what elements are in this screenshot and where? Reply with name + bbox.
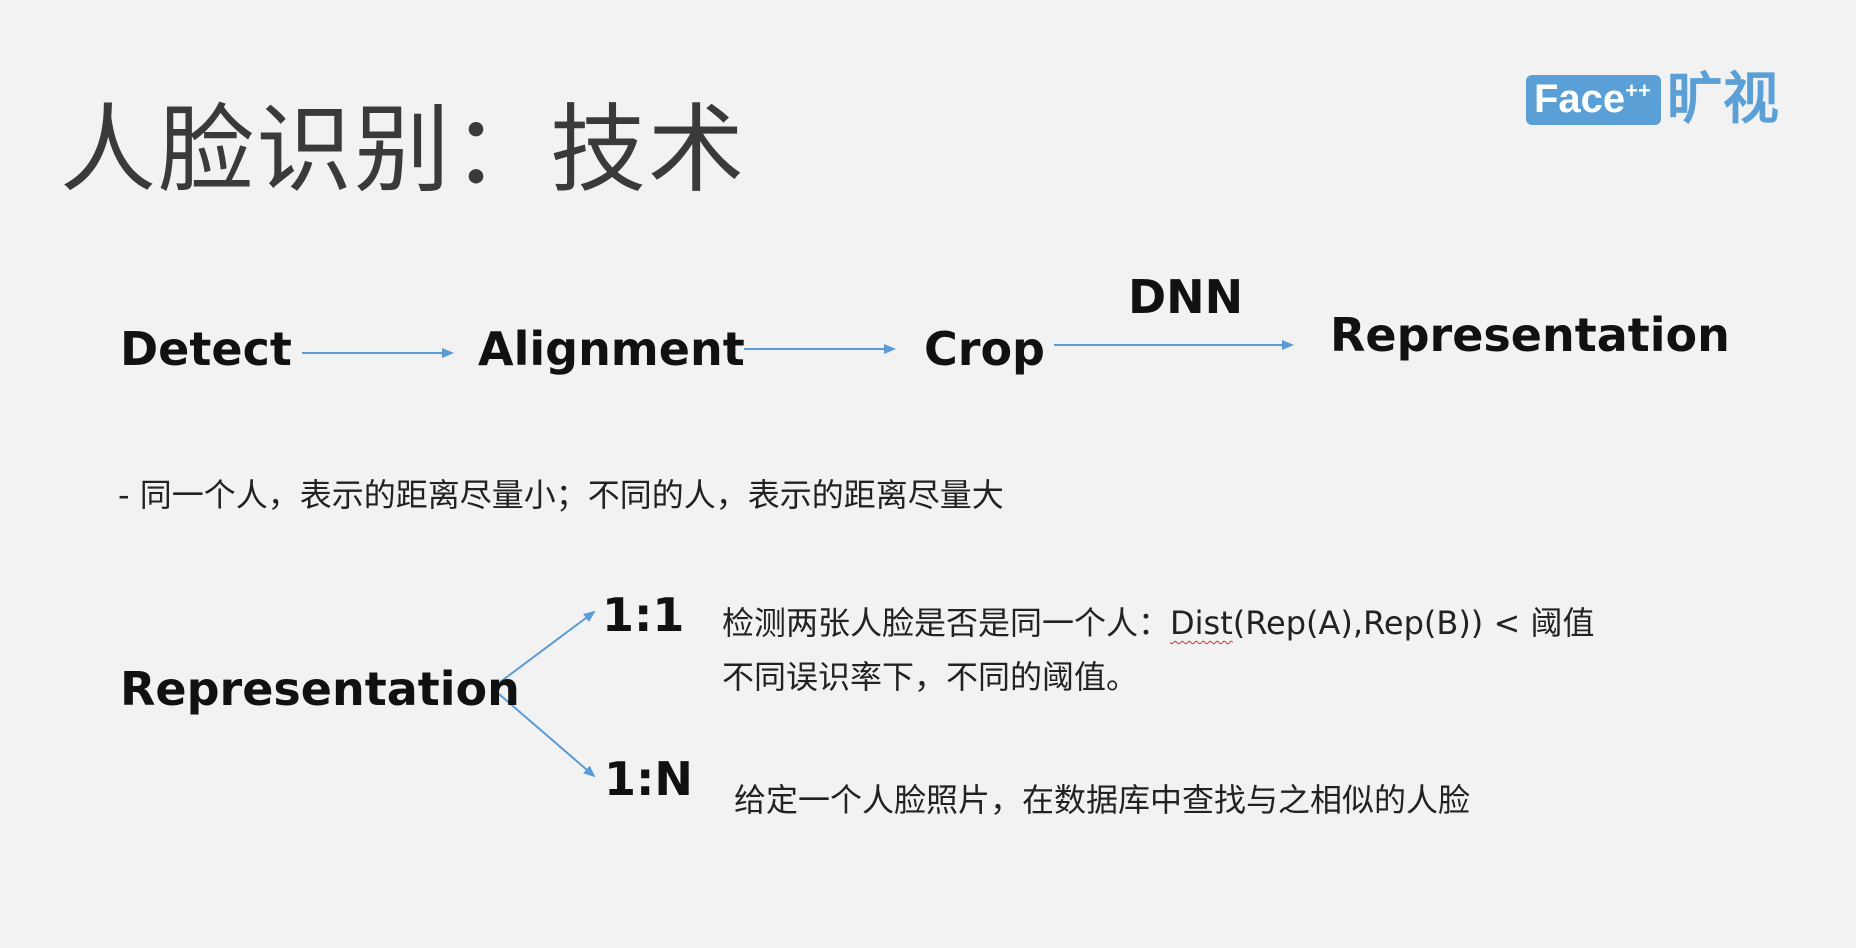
logo-brand: Face xyxy=(1534,77,1626,121)
one-to-one-threshold-note: 不同误识率下，不同的阈值。 xyxy=(722,658,1139,696)
flow-label-dnn: DNN xyxy=(1128,270,1244,324)
faceplusplus-logo: Face++ 旷视 xyxy=(1526,72,1779,128)
logo-chinese: 旷视 xyxy=(1666,67,1779,132)
distance-note: - 同一个人，表示的距离尽量小；不同的人，表示的距离尽量大 xyxy=(118,476,1004,514)
ratio-one-to-n: 1:N xyxy=(604,752,693,806)
logo-badge: Face++ xyxy=(1526,75,1661,125)
flow-step-crop: Crop xyxy=(924,322,1045,376)
arrow-representation-to-1-1 xyxy=(491,610,596,689)
one-to-one-suffix: (Rep(A),Rep(B)) < 阈值 xyxy=(1232,604,1595,642)
flow-step-detect: Detect xyxy=(120,322,292,376)
arrow-representation-to-1-n xyxy=(491,687,596,778)
one-to-one-prefix: 检测两张人脸是否是同一个人： xyxy=(722,604,1171,642)
slide-title: 人脸识别：技术 xyxy=(60,94,746,206)
one-to-n-description: 给定一个人脸照片，在数据库中查找与之相似的人脸 xyxy=(734,781,1471,819)
branch-source-representation: Representation xyxy=(120,662,520,716)
ratio-one-to-one: 1:1 xyxy=(602,588,685,642)
logo-superscript: ++ xyxy=(1625,78,1651,103)
flow-step-alignment: Alignment xyxy=(478,322,745,376)
dist-word: Dist xyxy=(1170,604,1233,642)
one-to-one-description: 检测两张人脸是否是同一个人：Dist(Rep(A),Rep(B)) < 阈值 xyxy=(722,598,1594,644)
flow-step-representation: Representation xyxy=(1330,308,1730,362)
